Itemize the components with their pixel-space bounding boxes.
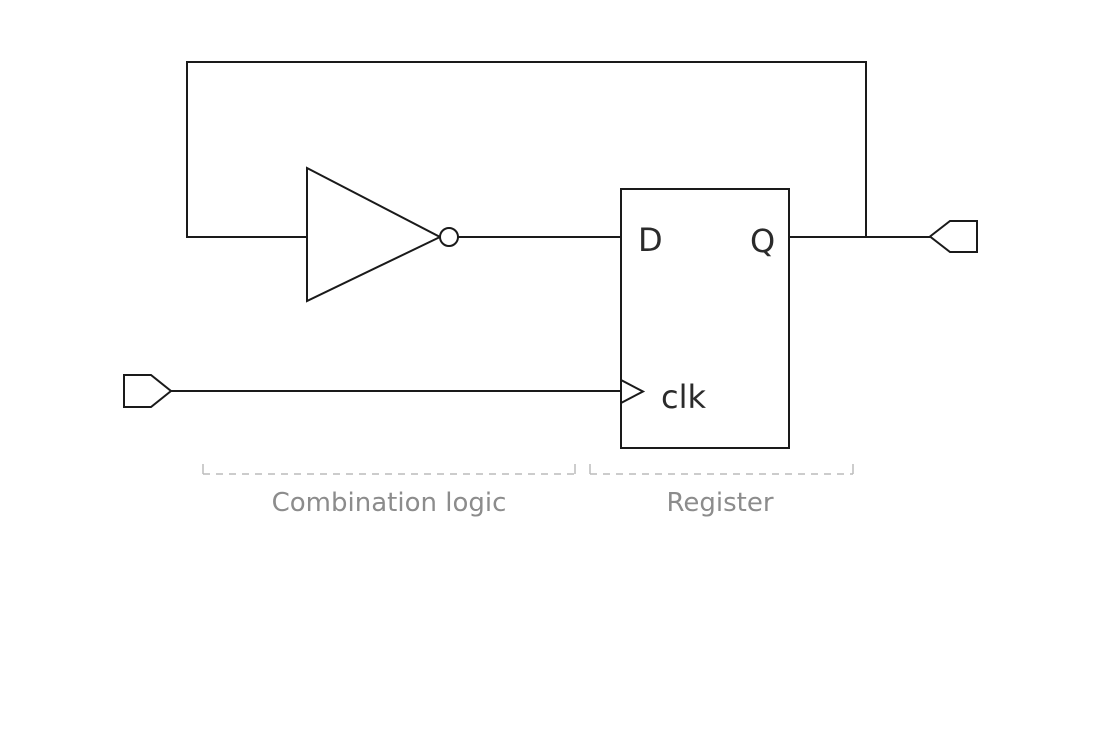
inverter-bubble-icon bbox=[439, 227, 459, 247]
not-gate-icon bbox=[306, 166, 443, 303]
register-d-pin-label: D bbox=[638, 221, 663, 259]
clock-edge-triangle-icon bbox=[620, 379, 646, 404]
combination-logic-region-label: Combination logic bbox=[272, 488, 507, 518]
register-clk-pin-label: clk bbox=[661, 378, 706, 416]
register-box bbox=[620, 188, 790, 449]
register-region-label: Register bbox=[666, 488, 773, 518]
output-port-icon bbox=[928, 220, 978, 253]
feedback-wire bbox=[186, 61, 867, 238]
clock-input-port-icon bbox=[123, 374, 173, 408]
register-q-pin-label: Q bbox=[750, 222, 775, 260]
